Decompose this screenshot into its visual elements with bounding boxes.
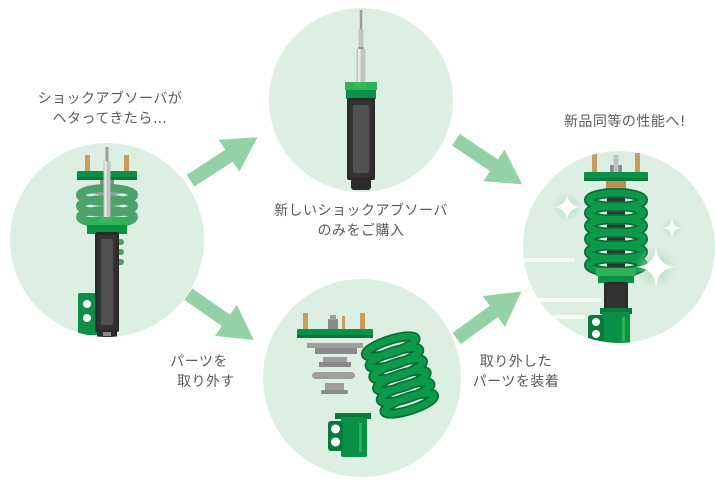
- shine-streak: [523, 298, 601, 302]
- shine-streak: [523, 328, 567, 332]
- shock-body: [347, 98, 375, 190]
- spacer-stack: [307, 343, 363, 394]
- worn-coilover-illustration: [76, 147, 138, 337]
- new-shock-absorber-illustration: [345, 10, 377, 190]
- shock-body: [604, 282, 628, 312]
- sparkle-icon: [552, 192, 582, 222]
- caption-line: パーツを装着: [472, 374, 560, 390]
- sparkle-icon: [661, 217, 683, 239]
- caption-line: 新品同等の性能へ!: [563, 114, 687, 130]
- lower-bracket: [588, 308, 632, 343]
- caption-line: 取り外した: [479, 354, 553, 370]
- lower-bracket: [328, 413, 371, 457]
- arrow-top-to-right-icon: [451, 133, 523, 185]
- arrow-left-to-top-icon: [186, 137, 258, 187]
- arrow-left-to-bottom-icon: [184, 288, 254, 340]
- restored-coilover-circle: [523, 151, 715, 343]
- shine-streak: [523, 315, 585, 319]
- caption-buy-new-shock: 新しいショックアブソーバ のみをご購入: [251, 201, 471, 241]
- caption-line: のみをご購入: [317, 223, 405, 239]
- lower-bracket: [78, 293, 100, 335]
- shine-streak: [523, 258, 575, 262]
- caption-line: ヘタってきたら…: [52, 111, 168, 127]
- parts-circle: [263, 279, 461, 477]
- disassembled-parts-illustration: [297, 313, 440, 457]
- coil-spring: [360, 331, 440, 419]
- upper-mount-parts: [297, 313, 373, 338]
- caption-worn-shock: ショックアブソーバが ヘタってきたら…: [15, 89, 205, 129]
- caption-attach-parts: 取り外した パーツを装着: [446, 352, 586, 392]
- shock-body: [95, 232, 119, 337]
- caption-line: 取り外す: [177, 374, 235, 390]
- spring-seat-collar: [85, 217, 129, 234]
- caption-remove-parts: パーツを 取り外す: [134, 352, 264, 392]
- caption-line: パーツを: [170, 354, 228, 370]
- caption-line: ショックアブソーバが: [37, 91, 183, 107]
- new-shock-circle: [269, 8, 453, 192]
- restored-coilover-illustration: [584, 153, 648, 343]
- arrow-bottom-to-right-icon: [452, 291, 522, 345]
- caption-line: 新しいショックアブソーバ: [274, 203, 448, 219]
- sparkle-icon: [634, 245, 678, 289]
- adjuster-collar: [345, 82, 377, 99]
- worn-coilover-circle: [10, 143, 204, 337]
- spring-seat-collar: [596, 268, 636, 283]
- piston-rod: [356, 10, 366, 82]
- piston-rod: [103, 147, 111, 221]
- caption-like-new-performance: 新品同等の性能へ!: [525, 112, 716, 132]
